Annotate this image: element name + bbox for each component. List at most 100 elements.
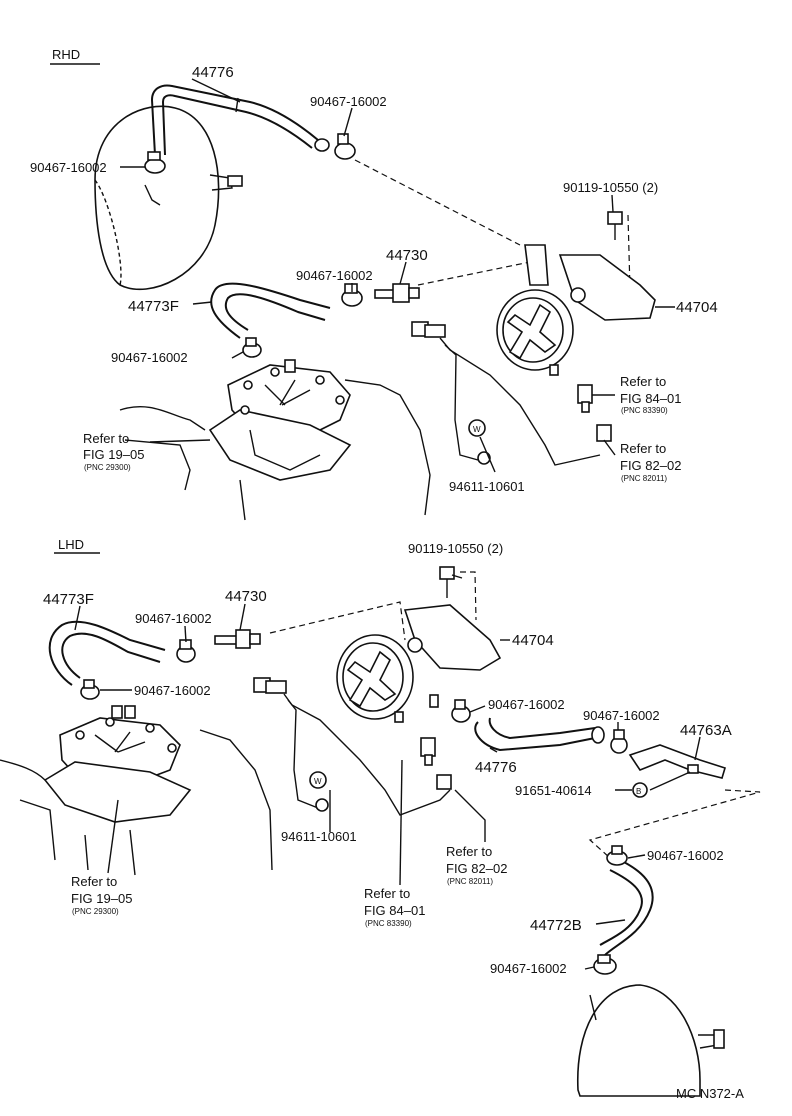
label-rhd-44704: 44704 xyxy=(676,299,718,316)
b-marker-lhd xyxy=(632,782,648,798)
label-lhd-90467-e: 90467-16002 xyxy=(647,848,724,863)
label-lhd-90467-f: 90467-16002 xyxy=(490,961,567,976)
clamp-lhd-d xyxy=(610,729,628,754)
leader-rhd-90467-d xyxy=(231,351,244,359)
label-rhd-ref3-line2: FIG 82–02 xyxy=(620,458,681,473)
label-lhd-90467-d: 90467-16002 xyxy=(583,708,660,723)
clamp-lhd-f xyxy=(593,954,617,975)
clamp-lhd-a xyxy=(176,639,196,663)
section-title-rhd: RHD xyxy=(52,47,80,62)
label-rhd-94611: 94611-10601 xyxy=(449,479,525,494)
lhd-dashed-line-a xyxy=(269,601,406,641)
leader-rhd-44776 xyxy=(191,78,241,103)
label-rhd-ref2-pnc: (PNC 83390) xyxy=(621,406,668,415)
hose-44776-lhd xyxy=(474,717,605,752)
label-lhd-ref3-line1: Refer to xyxy=(364,886,410,901)
leader-lhd-90467-f xyxy=(584,966,595,970)
clamp-lhd-e xyxy=(606,845,628,866)
leader-rhd-90119 xyxy=(611,194,614,213)
vacuum-pump-lhd xyxy=(43,705,192,823)
leader-lhd-91651-b xyxy=(649,771,691,791)
switch-lhd xyxy=(394,711,452,790)
wire-harness-rhd xyxy=(411,321,601,466)
leader-lhd-44763A xyxy=(694,736,701,761)
clamp-rhd-b xyxy=(144,151,166,174)
lhd-dashed-line-c xyxy=(588,789,761,859)
leader-lhd-ref3 xyxy=(399,759,403,886)
leader-lhd-90467-a xyxy=(184,625,187,643)
label-lhd-44763A: 44763A xyxy=(680,722,732,739)
switch-rhd xyxy=(549,364,612,442)
label-lhd-90467-c: 90467-16002 xyxy=(488,697,565,712)
leader-lhd-90467-e xyxy=(627,854,646,859)
label-lhd-ref2-pnc: (PNC 82011) xyxy=(447,877,493,886)
label-rhd-ref2-line1: Refer to xyxy=(620,374,666,389)
label-rhd-ref1-line1: Refer to xyxy=(83,431,129,446)
hose-44776-rhd xyxy=(150,84,330,156)
w-marker-lhd xyxy=(309,771,327,789)
leader-lhd-90467-c xyxy=(469,705,486,713)
vacuum-pump-rhd xyxy=(208,359,352,481)
label-lhd-94611: 94611-10601 xyxy=(281,829,357,844)
leader-rhd-44773F xyxy=(192,301,213,305)
diagram-code: MC N372-A xyxy=(676,1086,744,1101)
label-lhd-ref2-line2: FIG 82–02 xyxy=(446,861,507,876)
leader-rhd-44730 xyxy=(399,261,407,285)
label-lhd-90467-a: 90467-16002 xyxy=(135,611,212,626)
label-rhd-90467-c: 90467-16002 xyxy=(296,268,373,283)
leader-lhd-ref1 xyxy=(107,799,119,874)
label-lhd-91651: 91651-40614 xyxy=(515,783,592,798)
hose-44772B xyxy=(599,859,654,956)
label-rhd-ref3-pnc: (PNC 82011) xyxy=(621,474,667,483)
label-rhd-ref1-line2: FIG 19–05 xyxy=(83,447,144,462)
check-valve-44730-lhd xyxy=(214,629,261,649)
label-lhd-ref3-line2: FIG 84–01 xyxy=(364,903,425,918)
w-marker-lhd-text: W xyxy=(314,777,322,786)
label-lhd-ref1-line1: Refer to xyxy=(71,874,117,889)
label-rhd-44776: 44776 xyxy=(192,64,234,81)
hose-44773F-rhd xyxy=(210,282,331,339)
wire-harness-lhd xyxy=(253,677,451,816)
vsv-44704-rhd xyxy=(496,211,656,371)
bracket-44763A xyxy=(628,744,726,779)
label-rhd-90119: 90119-10550 (2) xyxy=(563,180,658,195)
clamp-lhd-c xyxy=(451,699,471,723)
label-rhd-44730: 44730 xyxy=(386,247,428,264)
brake-booster-lhd xyxy=(576,984,725,1097)
label-lhd-44704: 44704 xyxy=(512,632,554,649)
clamp-rhd-d xyxy=(242,337,262,358)
leader-rhd-ref1 xyxy=(149,439,211,443)
w-marker-rhd-text: W xyxy=(473,425,481,434)
leader-lhd-44772B xyxy=(595,919,626,925)
leader-rhd-ref3 xyxy=(603,439,616,456)
label-rhd-44773F: 44773F xyxy=(128,298,179,315)
vsv-44704-lhd xyxy=(336,566,502,720)
label-lhd-ref1-line2: FIG 19–05 xyxy=(71,891,132,906)
label-lhd-44730: 44730 xyxy=(225,588,267,605)
clamp-rhd-a xyxy=(334,133,356,160)
hose-44773F-lhd xyxy=(48,620,166,686)
lhd-dashed-line-b xyxy=(460,571,477,621)
label-rhd-ref1-pnc: (PNC 29300) xyxy=(84,463,131,472)
label-rhd-90467-d: 90467-16002 xyxy=(111,350,188,365)
label-lhd-ref1-pnc: (PNC 29300) xyxy=(72,907,119,916)
leader-rhd-94611 xyxy=(479,436,496,473)
label-lhd-44772B: 44772B xyxy=(530,917,582,934)
label-rhd-ref2-line2: FIG 84–01 xyxy=(620,391,681,406)
label-lhd-90119: 90119-10550 (2) xyxy=(408,541,503,556)
leader-lhd-90119 xyxy=(451,574,463,579)
leader-lhd-44773F xyxy=(74,605,81,631)
leader-rhd-90467-a xyxy=(343,107,353,137)
check-valve-44730-rhd xyxy=(374,283,420,303)
clamp-lhd-b xyxy=(80,679,100,700)
label-rhd-90467-b: 90467-16002 xyxy=(30,160,107,175)
leader-lhd-44730 xyxy=(239,603,246,631)
clamp-rhd-c xyxy=(341,283,363,307)
w-marker-rhd xyxy=(468,419,486,437)
rhd-dashed-line-b xyxy=(417,261,531,286)
rhd-dashed-line-a xyxy=(354,159,521,246)
section-title-lhd: LHD xyxy=(58,537,84,552)
label-lhd-ref3-pnc: (PNC 83390) xyxy=(365,919,412,928)
b-marker-lhd-text: B xyxy=(636,787,641,796)
